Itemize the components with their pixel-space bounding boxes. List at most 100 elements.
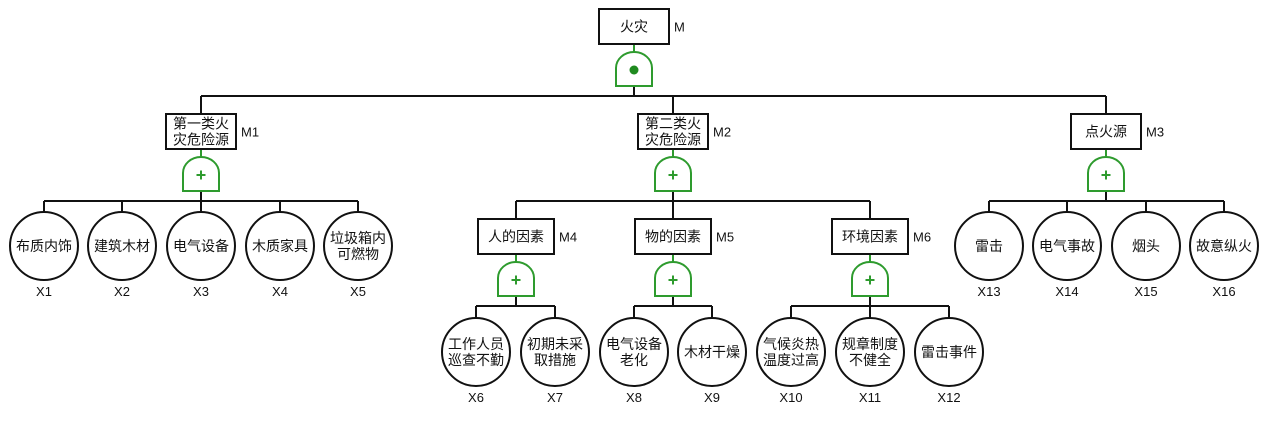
basic-event-x11 [835, 317, 905, 387]
basic-event-label: 建筑木材 [94, 239, 150, 255]
event-id-label: M5 [716, 230, 734, 245]
basic-event-x8 [599, 317, 669, 387]
basic-event-label: 初期未采取措施 [527, 336, 583, 369]
basic-event-label-line: 气候炎热 [763, 337, 819, 353]
basic-event-id-label: X6 [468, 390, 484, 405]
basic-event-x5 [323, 211, 393, 281]
event-box-m3 [1070, 113, 1142, 150]
basic-event-x13 [954, 211, 1024, 281]
basic-event-id-label: X1 [36, 284, 52, 299]
event-label-line: 第二类火 [645, 116, 701, 133]
event-id-label: M1 [241, 125, 259, 140]
basic-event-x12 [914, 317, 984, 387]
event-label: 点火源 [1085, 125, 1127, 141]
basic-event-label: 规章制度不健全 [842, 336, 898, 369]
event-label-line: 人的因素 [488, 230, 544, 246]
event-label-line: 环境因素 [842, 230, 898, 246]
basic-event-label-line: 电气设备 [173, 238, 229, 255]
basic-event-id-label: X3 [193, 284, 209, 299]
basic-event-label: 气候炎热温度过高 [763, 337, 819, 369]
event-box-m4 [477, 218, 555, 255]
basic-event-label-line: 巡查不勤 [448, 353, 504, 369]
basic-event-label: 工作人员巡查不勤 [448, 337, 504, 369]
basic-event-id-label: X5 [350, 284, 366, 299]
basic-event-label: 垃圾箱内可燃物 [330, 231, 386, 263]
and-dot-icon [629, 65, 639, 75]
basic-event-label-line: 取措施 [534, 353, 576, 369]
basic-event-id-label: X11 [859, 390, 881, 405]
event-id-label: M4 [559, 230, 577, 245]
event-box-m [598, 8, 670, 45]
basic-event-label: 电气设备老化 [606, 336, 662, 369]
basic-event-id-label: X15 [1134, 284, 1157, 299]
basic-event-label-line: 不健全 [849, 352, 891, 369]
basic-event-label-line: 烟头 [1132, 239, 1160, 255]
event-label-line: 物的因素 [645, 230, 701, 246]
basic-event-label: 雷击事件 [921, 345, 977, 361]
basic-event-x9 [677, 317, 747, 387]
basic-event-label-line: 初期未采 [527, 336, 583, 353]
basic-event-x7 [520, 317, 590, 387]
event-label: 物的因素 [645, 230, 701, 246]
basic-event-label-line: 规章制度 [842, 336, 898, 353]
event-label: 第二类火灾危险源 [645, 116, 701, 149]
basic-event-x4 [245, 211, 315, 281]
basic-event-id-label: X13 [977, 284, 1000, 299]
basic-event-x2 [87, 211, 157, 281]
event-id-label: M6 [913, 230, 931, 245]
basic-event-x6 [441, 317, 511, 387]
basic-event-label-line: 可燃物 [337, 246, 379, 263]
basic-event-label: 布质内饰 [16, 239, 72, 255]
basic-event-id-label: X9 [704, 390, 720, 405]
basic-event-label-line: 故意纵火 [1196, 238, 1252, 255]
basic-event-label: 雷击 [975, 239, 1003, 255]
basic-event-label: 木质家具 [252, 238, 308, 255]
basic-event-x14 [1032, 211, 1102, 281]
event-label-line: 灾危险源 [173, 132, 229, 149]
basic-event-label-line: 温度过高 [763, 352, 819, 369]
basic-event-label-line: 建筑木材 [94, 239, 150, 255]
basic-event-id-label: X10 [779, 390, 802, 405]
basic-event-id-label: X7 [547, 390, 563, 405]
event-box-m5 [634, 218, 712, 255]
basic-event-label: 木材干燥 [684, 345, 740, 361]
basic-event-label-line: 垃圾箱内 [330, 231, 386, 247]
basic-event-label-line: 电气事故 [1039, 239, 1095, 255]
event-label: 火灾 [620, 19, 648, 36]
event-box-m2 [637, 113, 709, 150]
basic-event-label-line: 电气设备 [606, 336, 662, 353]
event-label-line: 第一类火 [173, 116, 229, 133]
basic-event-id-label: X14 [1055, 284, 1078, 299]
basic-event-label-line: 雷击事件 [921, 345, 977, 361]
basic-event-label-line: 老化 [620, 353, 648, 369]
event-label: 第一类火灾危险源 [173, 116, 229, 149]
basic-event-id-label: X16 [1212, 284, 1235, 299]
basic-event-x15 [1111, 211, 1181, 281]
basic-event-label-line: 木材干燥 [684, 345, 740, 361]
event-label: 人的因素 [488, 230, 544, 246]
event-id-label: M [674, 20, 685, 35]
basic-event-id-label: X8 [626, 390, 642, 405]
basic-event-label-line: 木质家具 [252, 238, 308, 255]
basic-event-label-line: 雷击 [975, 239, 1003, 255]
event-label-line: 灾危险源 [645, 132, 701, 149]
event-id-label: M3 [1146, 125, 1164, 140]
basic-event-id-label: X4 [272, 284, 288, 299]
basic-event-id-label: X12 [937, 390, 960, 405]
basic-event-label-line: 布质内饰 [16, 239, 72, 255]
event-box-m6 [831, 218, 909, 255]
basic-event-x10 [756, 317, 826, 387]
basic-event-label: 烟头 [1132, 239, 1160, 255]
basic-event-x3 [166, 211, 236, 281]
basic-event-x16 [1189, 211, 1259, 281]
event-label-line: 火灾 [620, 19, 648, 36]
basic-event-label: 电气设备 [173, 238, 229, 255]
event-id-label: M2 [713, 125, 731, 140]
basic-event-id-label: X2 [114, 284, 130, 299]
basic-event-label-line: 工作人员 [448, 337, 504, 353]
event-box-m1 [165, 113, 237, 150]
basic-event-x1 [9, 211, 79, 281]
basic-event-label: 故意纵火 [1196, 238, 1252, 255]
event-label-line: 点火源 [1085, 125, 1127, 141]
